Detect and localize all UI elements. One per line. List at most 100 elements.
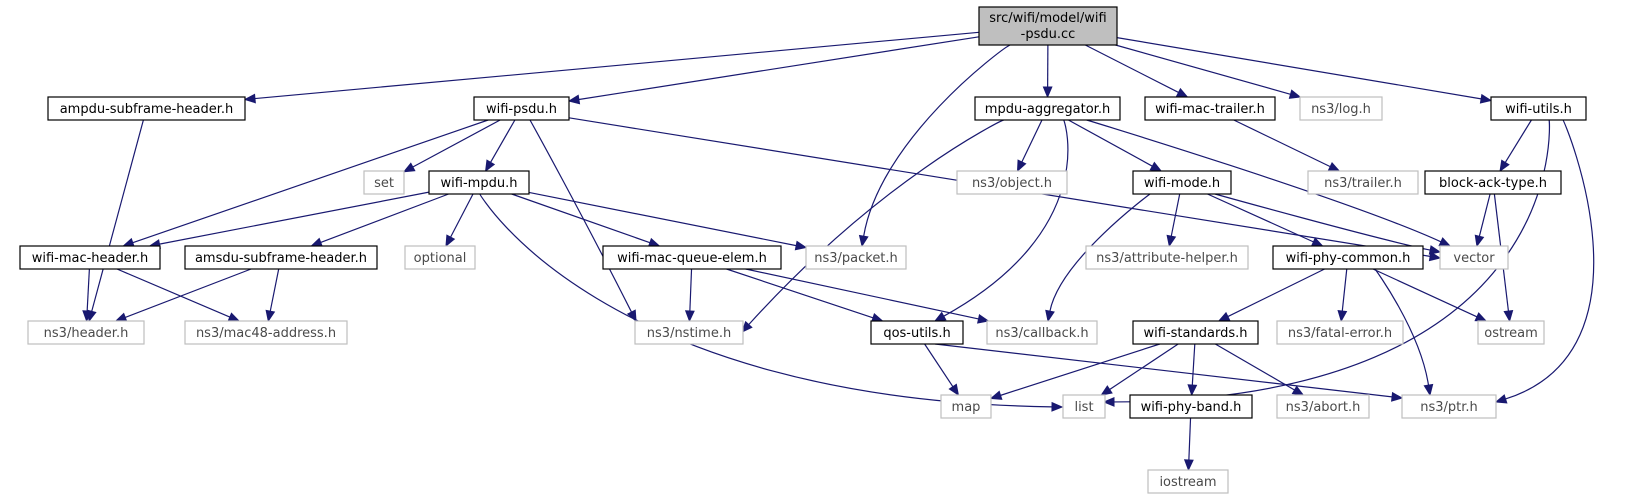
- root-label-line-2: -psdu.cc: [1021, 27, 1076, 42]
- edge-wifi-mac-queue-elem-to-ns3-nstime: [684, 268, 695, 323]
- edge-arrowhead: [1100, 385, 1113, 396]
- root-node-wifi-psdu-cc[interactable]: src/wifi/model/wifi -psdu.cc: [978, 6, 1118, 46]
- node-wifi-standards[interactable]: wifi-standards.h: [1132, 320, 1259, 345]
- node-box: [1276, 320, 1404, 345]
- node-wifi-mpdu[interactable]: wifi-mpdu.h: [428, 170, 530, 195]
- node-label: ns3/trailer.h: [1324, 176, 1402, 191]
- edge-arrowhead: [402, 162, 416, 173]
- node-label: ns3/log.h: [1311, 102, 1371, 117]
- edge-wifi-phy-common-to-ns3-fatal-error: [1337, 268, 1348, 323]
- node-box: [47, 96, 246, 121]
- node-ns3-mac48-address: ns3/mac48-address.h: [184, 320, 348, 345]
- edge-line: [578, 36, 980, 101]
- node-label: ns3/object.h: [972, 176, 1052, 191]
- edge-wifi-mpdu-to-ns3-packet: [528, 191, 808, 251]
- node-qos-utils[interactable]: qos-utils.h: [870, 320, 964, 345]
- node-label: wifi-standards.h: [1144, 326, 1248, 341]
- edge-line: [1068, 119, 1153, 167]
- edge-arrowhead: [1474, 234, 1485, 248]
- node-wifi-mac-trailer[interactable]: wifi-mac-trailer.h: [1144, 96, 1276, 121]
- node-ns3-nstime: ns3/nstime.h: [634, 320, 744, 345]
- node-box: [1439, 245, 1509, 270]
- edge-wifi-mac-header-to-ns3-header: [82, 268, 93, 323]
- node-wifi-psdu[interactable]: wifi-psdu.h: [473, 96, 570, 121]
- node-label: ns3/nstime.h: [647, 326, 731, 341]
- edge-root-to-ns3-log: [1115, 44, 1302, 99]
- edge-arrowhead: [1438, 237, 1452, 247]
- edge-arrowhead: [1217, 311, 1231, 322]
- edge-wifi-psdu-to-wifi-mpdu: [484, 119, 516, 173]
- edge-line: [159, 191, 430, 245]
- node-label: ostream: [1484, 326, 1538, 341]
- edge-arrowhead: [1428, 245, 1442, 255]
- edge-line: [1109, 343, 1179, 390]
- edge-wifi-standards-to-wifi-phy-band: [1187, 343, 1198, 397]
- edge-line: [1086, 119, 1442, 243]
- node-label: list: [1074, 400, 1093, 415]
- node-label: wifi-phy-band.h: [1141, 400, 1242, 415]
- node-box: [634, 320, 744, 345]
- edge-arrowhead: [1499, 159, 1510, 173]
- edge-line: [1170, 193, 1181, 237]
- edge-line: [132, 119, 489, 244]
- node-box: [19, 245, 161, 270]
- node-wifi-mac-header[interactable]: wifi-mac-header.h: [19, 245, 161, 270]
- node-amsdu-subframe-header[interactable]: amsdu-subframe-header.h: [184, 245, 378, 270]
- node-wifi-phy-band[interactable]: wifi-phy-band.h: [1129, 394, 1253, 419]
- edge-wifi-utils-to-block-ack-type: [1499, 119, 1532, 173]
- edge-line: [1504, 119, 1532, 163]
- node-block-ack-type[interactable]: block-ack-type.h: [1424, 170, 1562, 195]
- edge-arrowhead: [1474, 312, 1488, 322]
- node-box: [1085, 245, 1249, 270]
- edge-line: [450, 193, 474, 238]
- edge-arrowhead: [1149, 161, 1163, 172]
- edge-wifi-psdu-to-ns3-nstime: [529, 119, 637, 323]
- edge-line: [1215, 343, 1295, 391]
- node-label: wifi-psdu.h: [486, 102, 557, 117]
- node-box: [1299, 96, 1383, 121]
- edge-wifi-psdu-to-vector: [568, 117, 1442, 262]
- edge-line: [528, 191, 797, 247]
- node-label: ampdu-subframe-header.h: [60, 102, 234, 117]
- edge-line: [1505, 119, 1595, 400]
- node-label: wifi-mpdu.h: [441, 176, 518, 191]
- edge-line: [1478, 193, 1491, 237]
- edge-line: [1000, 343, 1161, 396]
- edge-line: [1115, 44, 1291, 95]
- node-label: ns3/abort.h: [1286, 400, 1361, 415]
- node-box: [974, 96, 1121, 121]
- node-mpdu-aggregator[interactable]: mpdu-aggregator.h: [974, 96, 1121, 121]
- node-wifi-mac-queue-elem[interactable]: wifi-mac-queue-elem.h: [602, 245, 782, 270]
- edge-line: [91, 119, 144, 312]
- root-label-line-1: src/wifi/model/wifi: [989, 11, 1106, 26]
- edge-line: [1374, 268, 1430, 386]
- node-box: [986, 320, 1098, 345]
- edge-wifi-phy-common-to-ostream: [1372, 268, 1488, 322]
- edge-mpdu-aggregator-to-ns3-object: [1016, 119, 1043, 173]
- edge-arrowhead: [1187, 384, 1198, 397]
- edge-arrowhead: [310, 237, 323, 247]
- node-box: [428, 170, 530, 195]
- edge-amsdu-subframe-header-to-ns3-header: [114, 268, 252, 322]
- node-wifi-phy-common[interactable]: wifi-phy-common.h: [1272, 245, 1424, 270]
- edge-arrowhead: [977, 313, 990, 324]
- node-wifi-utils[interactable]: wifi-utils.h: [1490, 96, 1587, 121]
- node-box: [1129, 394, 1253, 419]
- node-ampdu-subframe-header[interactable]: ampdu-subframe-header.h: [47, 96, 246, 121]
- edge-arrowhead: [1503, 309, 1514, 323]
- node-ns3-fatal-error: ns3/fatal-error.h: [1276, 320, 1404, 345]
- node-wifi-mode[interactable]: wifi-mode.h: [1132, 170, 1232, 195]
- node-label: ns3/packet.h: [814, 251, 898, 266]
- node-box: [404, 245, 476, 270]
- edge-arrowhead: [1045, 309, 1055, 323]
- edge-line: [745, 268, 979, 320]
- node-label: map: [952, 400, 981, 415]
- node-set: set: [363, 170, 405, 195]
- edge-mpdu-aggregator-to-wifi-mode: [1068, 119, 1163, 172]
- node-label: qos-utils.h: [883, 326, 950, 341]
- node-label: wifi-phy-common.h: [1286, 251, 1411, 266]
- edge-line: [1233, 119, 1331, 168]
- edge-layer: [82, 31, 1595, 472]
- node-ns3-callback: ns3/callback.h: [986, 320, 1098, 345]
